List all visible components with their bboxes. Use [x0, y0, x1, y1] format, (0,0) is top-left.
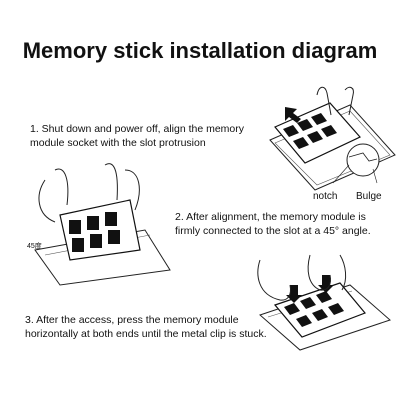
down-arrow-icon — [285, 107, 301, 123]
page-title: Memory stick installation diagram — [22, 38, 378, 63]
step-2-text: 2. After alignment, the memory module is… — [175, 211, 371, 237]
illustration-step2-insert — [34, 163, 171, 286]
down-arrow-icon — [318, 275, 334, 293]
down-arrow-icon — [286, 285, 302, 303]
step-3-text: 3. After the access, press the memory mo… — [25, 314, 267, 340]
notch-label: notch — [313, 191, 338, 202]
bulge-label: Bulge — [356, 191, 382, 202]
angle-label: 45度 — [27, 243, 42, 250]
step-1-text: 1. Shut down and power off, align the me… — [30, 123, 245, 149]
illustration-step1-align — [269, 86, 396, 191]
illustration-step3-press — [257, 254, 391, 351]
